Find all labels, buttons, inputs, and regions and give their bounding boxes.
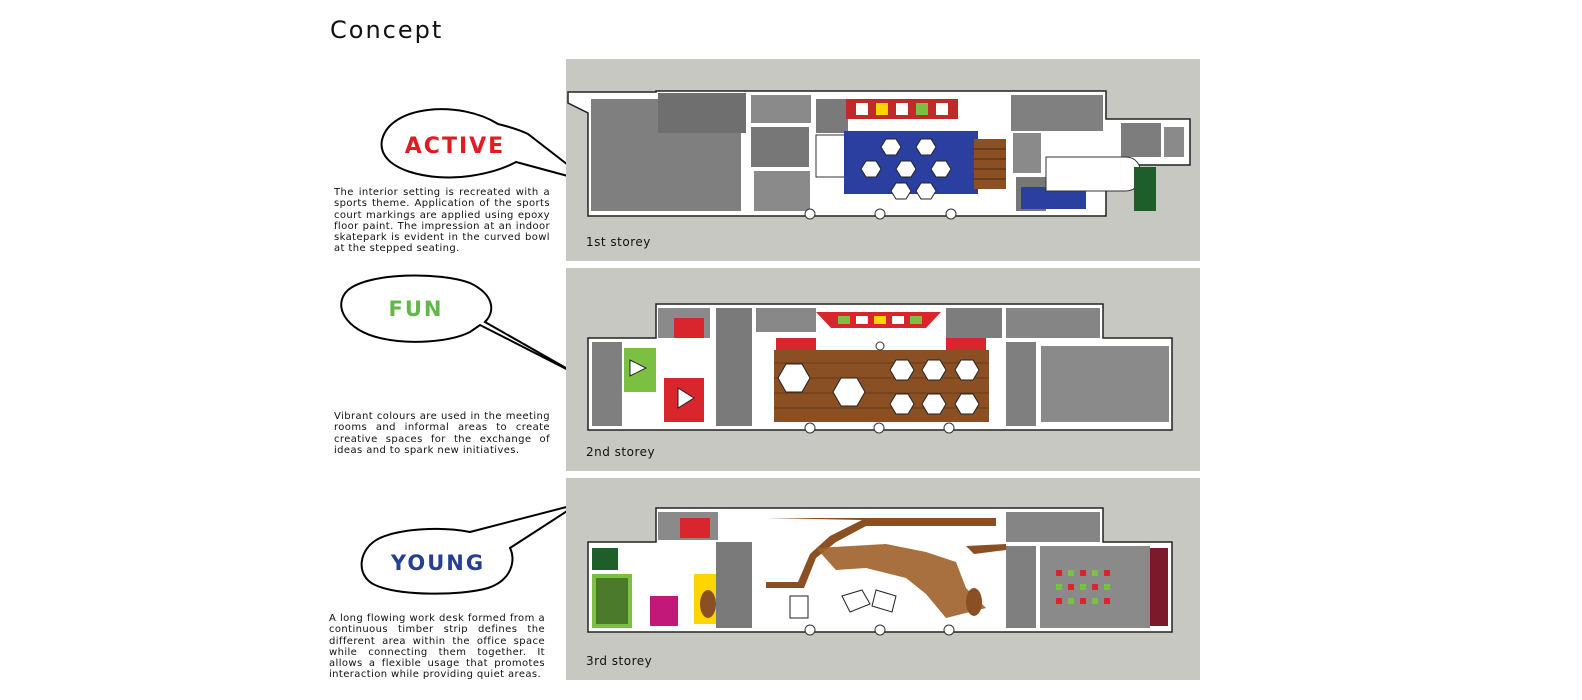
concept-word-fun: FUN <box>389 297 444 321</box>
concept-word-active: ACTIVE <box>405 134 505 159</box>
bubble-active: ACTIVE <box>380 108 591 183</box>
bubble-fun: FUN <box>340 274 581 377</box>
floor-plan-1st-storey: 1st storey <box>566 59 1200 261</box>
concept-word-young: YOUNG <box>390 551 485 575</box>
description-fun: Vibrant colours are used in the meeting … <box>334 411 550 456</box>
floor-plan-2nd-storey: 2nd storey <box>566 268 1200 471</box>
description-young: A long flowing work desk formed from a c… <box>329 613 545 681</box>
floor-plan-3rd-storey: 3rd storey <box>566 478 1200 680</box>
storey-label-3: 3rd storey <box>586 654 653 668</box>
page-title: Concept <box>330 16 444 44</box>
description-active: The interior setting is recreated with a… <box>334 187 550 255</box>
bubble-young: YOUNG <box>360 503 579 595</box>
storey-label-1: 1st storey <box>586 235 651 249</box>
floor-plan-drawing-2 <box>587 303 1173 434</box>
floor-plan-drawing-1 <box>567 90 1191 220</box>
storey-label-2: 2nd storey <box>586 445 656 459</box>
floor-plan-drawing-3 <box>587 507 1173 636</box>
